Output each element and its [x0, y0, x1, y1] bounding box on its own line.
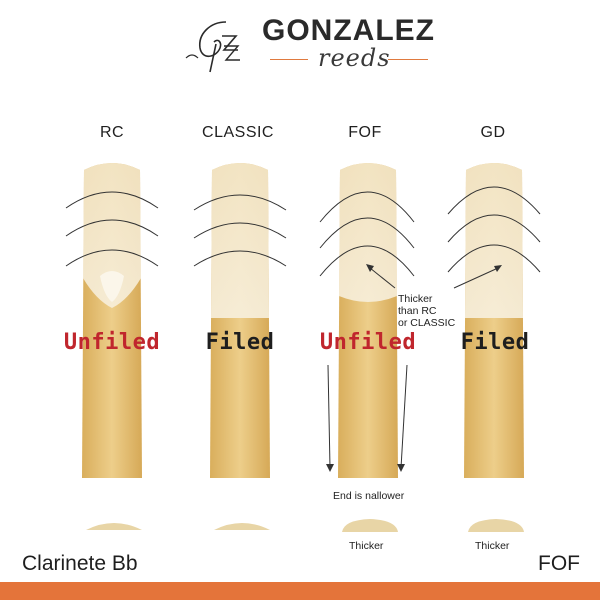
column-title-gd: GD [480, 124, 506, 141]
note-end-shallower: End is nallower [333, 490, 405, 502]
filing-label-gd: Filed [460, 330, 530, 355]
reed-gd [462, 158, 526, 478]
filing-label-fof: Unfiled [319, 330, 417, 355]
tip-note-fof: Thicker [349, 540, 384, 552]
bottom-accent-bar [0, 582, 600, 600]
brand-rule-right [388, 59, 428, 60]
reed-rc [80, 158, 144, 478]
reed-tip-fof [340, 514, 400, 534]
reed-tip-rc [84, 514, 144, 534]
brand-subtitle: reeds [318, 44, 391, 72]
column-title-fof: FOF [348, 124, 382, 141]
brand-name: GONZALEZ [262, 14, 435, 47]
filing-label-rc: Unfiled [63, 330, 161, 355]
tip-note-gd: Thicker [475, 540, 510, 552]
reed-tip-gd [466, 514, 526, 534]
reed-tip-classic [212, 514, 272, 534]
filing-label-classic: Filed [205, 330, 275, 355]
column-title-rc: RC [99, 124, 125, 141]
note-thicker-than: Thicker than RC or CLASSIC [398, 293, 456, 329]
reed-fof [336, 158, 400, 478]
brand-rule-left [270, 59, 308, 60]
footer-model: FOF [538, 552, 580, 575]
reed-classic [208, 158, 272, 478]
column-title-classic: CLASSIC [202, 124, 274, 141]
gz-monogram-icon [180, 14, 250, 74]
footer-instrument: Clarinete Bb [22, 552, 138, 575]
